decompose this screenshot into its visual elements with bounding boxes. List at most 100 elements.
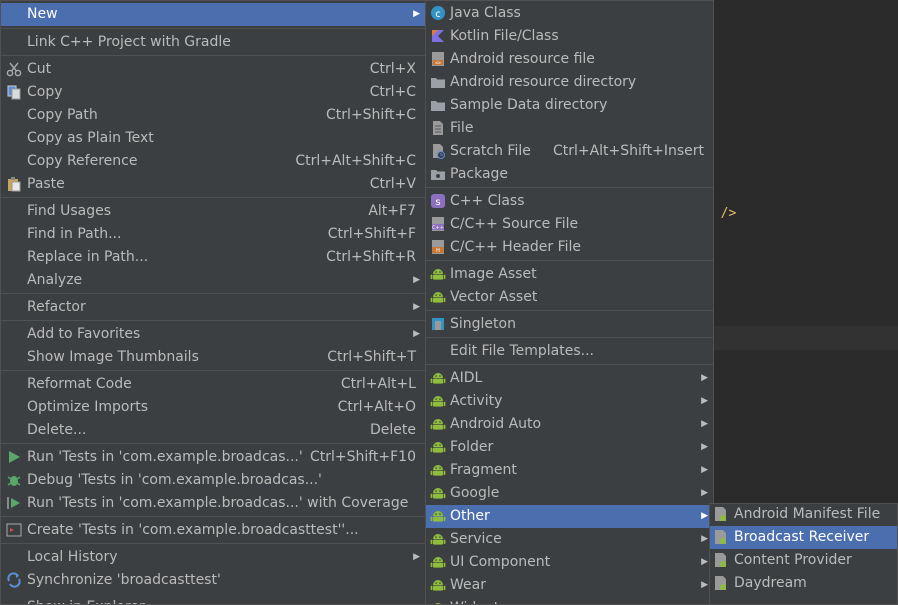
new-item-file[interactable]: File xyxy=(426,117,713,140)
new-item-singleton[interactable]: Singleton xyxy=(426,313,713,336)
cpp-class-icon: s xyxy=(430,193,446,209)
menu-item-analyze[interactable]: Analyze▶ xyxy=(1,269,425,292)
menu-item-label: Android resource directory xyxy=(450,74,637,90)
debug-icon xyxy=(6,472,22,488)
menu-separator xyxy=(1,28,425,29)
menu-separator xyxy=(1,443,425,444)
new-item-other[interactable]: Other▶ xyxy=(426,505,713,528)
android-icon xyxy=(430,531,446,547)
new-item-c-c-source-file[interactable]: C++C/C++ Source File xyxy=(426,213,713,236)
android-icon xyxy=(430,508,446,524)
menu-item-add-to-favorites[interactable]: Add to Favorites▶ xyxy=(1,323,425,346)
new-item-service[interactable]: Service▶ xyxy=(426,528,713,551)
new-item-android-auto[interactable]: Android Auto▶ xyxy=(426,413,713,436)
new-item-widget[interactable]: Widget▶ xyxy=(426,597,713,604)
new-item-activity[interactable]: Activity ▶ xyxy=(426,390,713,413)
menu-item-create-tests-in-com-example-broadcasttest[interactable]: Create 'Tests in 'com.example.broadcastt… xyxy=(1,519,425,542)
new-item-aidl[interactable]: AIDL▶ xyxy=(426,367,713,390)
new-item-sample-data-directory[interactable]: Sample Data directory xyxy=(426,94,713,117)
menu-item-link-c-project-with-gradle[interactable]: Link C++ Project with Gradle xyxy=(1,31,425,54)
menu-item-label: Kotlin File/Class xyxy=(450,28,559,44)
submenu-arrow-icon: ▶ xyxy=(701,396,708,406)
new-item-package[interactable]: Package xyxy=(426,163,713,186)
android-icon xyxy=(430,600,446,604)
singleton-icon xyxy=(430,316,446,332)
menu-separator xyxy=(1,293,425,294)
kotlin-icon xyxy=(430,28,446,44)
new-item-google[interactable]: Google▶ xyxy=(426,482,713,505)
submenu-arrow-icon: ▶ xyxy=(413,275,420,285)
menu-item-label: Sample Data directory xyxy=(450,97,608,113)
menu-item-label: Widget xyxy=(450,597,499,604)
menu-item-debug-tests-in-com-example-broadcas[interactable]: Debug 'Tests in 'com.example.broadcas...… xyxy=(1,469,425,492)
menu-item-refactor[interactable]: Refactor▶ xyxy=(1,296,425,319)
sync-icon xyxy=(6,572,22,588)
new-item-fragment[interactable]: Fragment▶ xyxy=(426,459,713,482)
shortcut-label: Ctrl+Shift+C xyxy=(326,107,416,123)
menu-separator xyxy=(426,187,713,188)
menu-item-new[interactable]: New▶ xyxy=(1,3,425,26)
android-file-icon xyxy=(713,552,729,568)
menu-item-synchronize-broadcasttest[interactable]: Synchronize 'broadcasttest' xyxy=(1,569,425,592)
new-item-folder[interactable]: Folder▶ xyxy=(426,436,713,459)
menu-item-label: Synchronize 'broadcasttest' xyxy=(27,572,221,588)
menu-item-label: C/C++ Source File xyxy=(450,216,579,232)
menu-separator xyxy=(426,337,713,338)
cpp-header-icon: H xyxy=(430,239,446,255)
android-icon xyxy=(430,266,446,282)
menu-item-label: Find Usages xyxy=(27,203,112,219)
other-item-android-manifest-file[interactable]: Android Manifest File xyxy=(710,504,897,526)
new-item-wear[interactable]: Wear▶ xyxy=(426,574,713,597)
menu-item-label: Copy Reference xyxy=(27,153,138,169)
menu-item-copy-as-plain-text[interactable]: Copy as Plain Text xyxy=(1,127,425,150)
menu-item-delete[interactable]: Delete...Delete xyxy=(1,419,425,442)
other-item-daydream[interactable]: Daydream xyxy=(710,572,897,595)
menu-item-label: Optimize Imports xyxy=(27,399,148,415)
menu-separator xyxy=(1,543,425,544)
submenu-arrow-icon: ▶ xyxy=(413,552,420,562)
android-icon xyxy=(430,289,446,305)
menu-item-label: Folder xyxy=(450,439,494,455)
menu-item-run-tests-in-com-example-broadcas[interactable]: Run 'Tests in 'com.example.broadcas...'C… xyxy=(1,446,425,469)
new-item-ui-component[interactable]: UI Component ▶ xyxy=(426,551,713,574)
new-item-image-asset[interactable]: Image Asset xyxy=(426,263,713,286)
menu-item-replace-in-path[interactable]: Replace in Path...Ctrl+Shift+R xyxy=(1,246,425,269)
menu-item-label: Other xyxy=(450,508,490,524)
new-item-kotlin-file-class[interactable]: Kotlin File/Class xyxy=(426,25,713,48)
menu-item-label: Copy xyxy=(27,84,63,100)
menu-item-find-in-path[interactable]: Find in Path...Ctrl+Shift+F xyxy=(1,223,425,246)
menu-item-label: File xyxy=(450,120,474,136)
new-item-edit-file-templates[interactable]: Edit File Templates... xyxy=(426,340,713,363)
submenu-arrow-icon: ▶ xyxy=(701,557,708,567)
menu-item-label: UI Component xyxy=(450,554,551,570)
other-item-broadcast-receiver[interactable]: Broadcast Receiver xyxy=(710,526,897,549)
menu-item-run-tests-in-com-example-broadcas-with-coverage[interactable]: Run 'Tests in 'com.example.broadcas...' … xyxy=(1,492,425,515)
menu-separator xyxy=(426,260,713,261)
shortcut-label: Ctrl+Shift+F10 xyxy=(309,449,416,465)
android-icon xyxy=(430,554,446,570)
new-item-vector-asset[interactable]: Vector Asset xyxy=(426,286,713,309)
shortcut-label: Ctrl+Alt+L xyxy=(340,376,416,392)
menu-item-show-in-explorer[interactable]: Show in Explorer xyxy=(1,596,425,604)
other-item-content-provider[interactable]: Content Provider xyxy=(710,549,897,572)
menu-item-local-history[interactable]: Local History▶ xyxy=(1,546,425,569)
menu-item-label: Activity xyxy=(450,393,503,409)
new-item-android-resource-file[interactable]: <>Android resource file xyxy=(426,48,713,71)
new-item-android-resource-directory[interactable]: Android resource directory xyxy=(426,71,713,94)
svg-text:<>: <> xyxy=(435,61,441,67)
android-file-icon xyxy=(713,529,729,545)
